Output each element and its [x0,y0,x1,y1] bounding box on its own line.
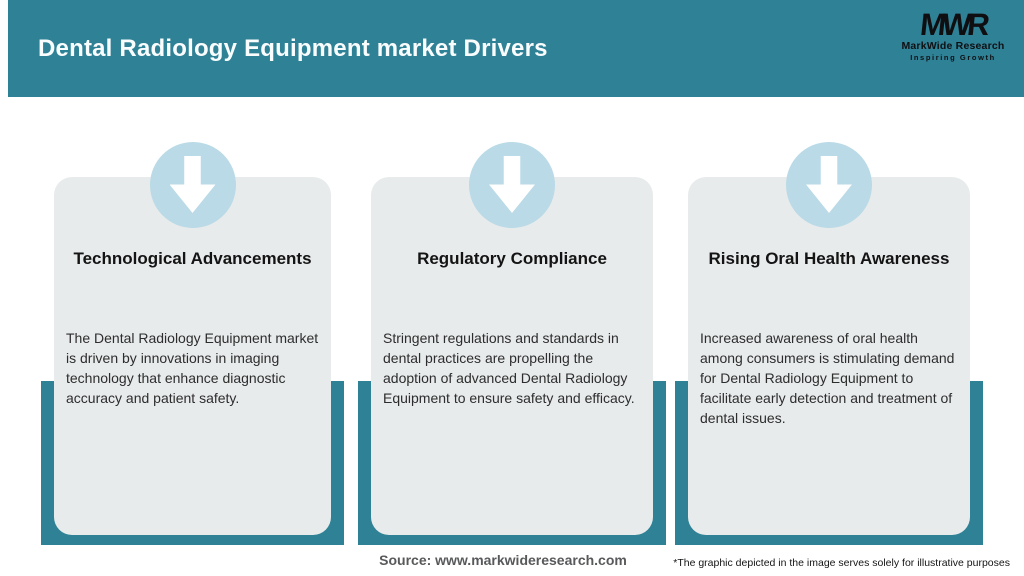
driver-card-rising-oral-health-awareness: Rising Oral Health Awareness Increased a… [688,142,970,535]
logo-tagline: Inspiring Growth [910,53,996,62]
logo-mwr-icon: MWR [918,7,988,42]
card-title: Regulatory Compliance [417,249,607,268]
card-body: Increased awareness of oral health among… [700,330,955,426]
card-title: Rising Oral Health Awareness [708,249,950,268]
card-body: Stringent regulations and standards in d… [383,330,635,406]
driver-card-regulatory-compliance: Regulatory Compliance Stringent regulati… [371,142,653,535]
source-text: Source: www.markwideresearch.com [379,552,627,568]
icon-circle [469,142,555,228]
disclaimer-text: *The graphic depicted in the image serve… [673,557,1010,569]
logo-name: MarkWide Research [901,40,1005,52]
markwide-logo: MWR MarkWide Research Inspiring Growth [898,7,1008,62]
card-title: Technological Advancements [73,249,312,268]
icon-circle [786,142,872,228]
arrow-down-icon [169,156,216,213]
icon-circle [149,142,236,228]
page-title: Dental Radiology Equipment market Driver… [38,34,548,62]
header-bar: Dental Radiology Equipment market Driver… [8,0,1024,97]
arrow-down-icon [806,156,852,213]
arrow-down-icon [489,156,535,213]
card-body: The Dental Radiology Equipment market is… [66,330,319,406]
driver-card-technological-advancements: Technological Advancements The Dental Ra… [54,142,331,535]
